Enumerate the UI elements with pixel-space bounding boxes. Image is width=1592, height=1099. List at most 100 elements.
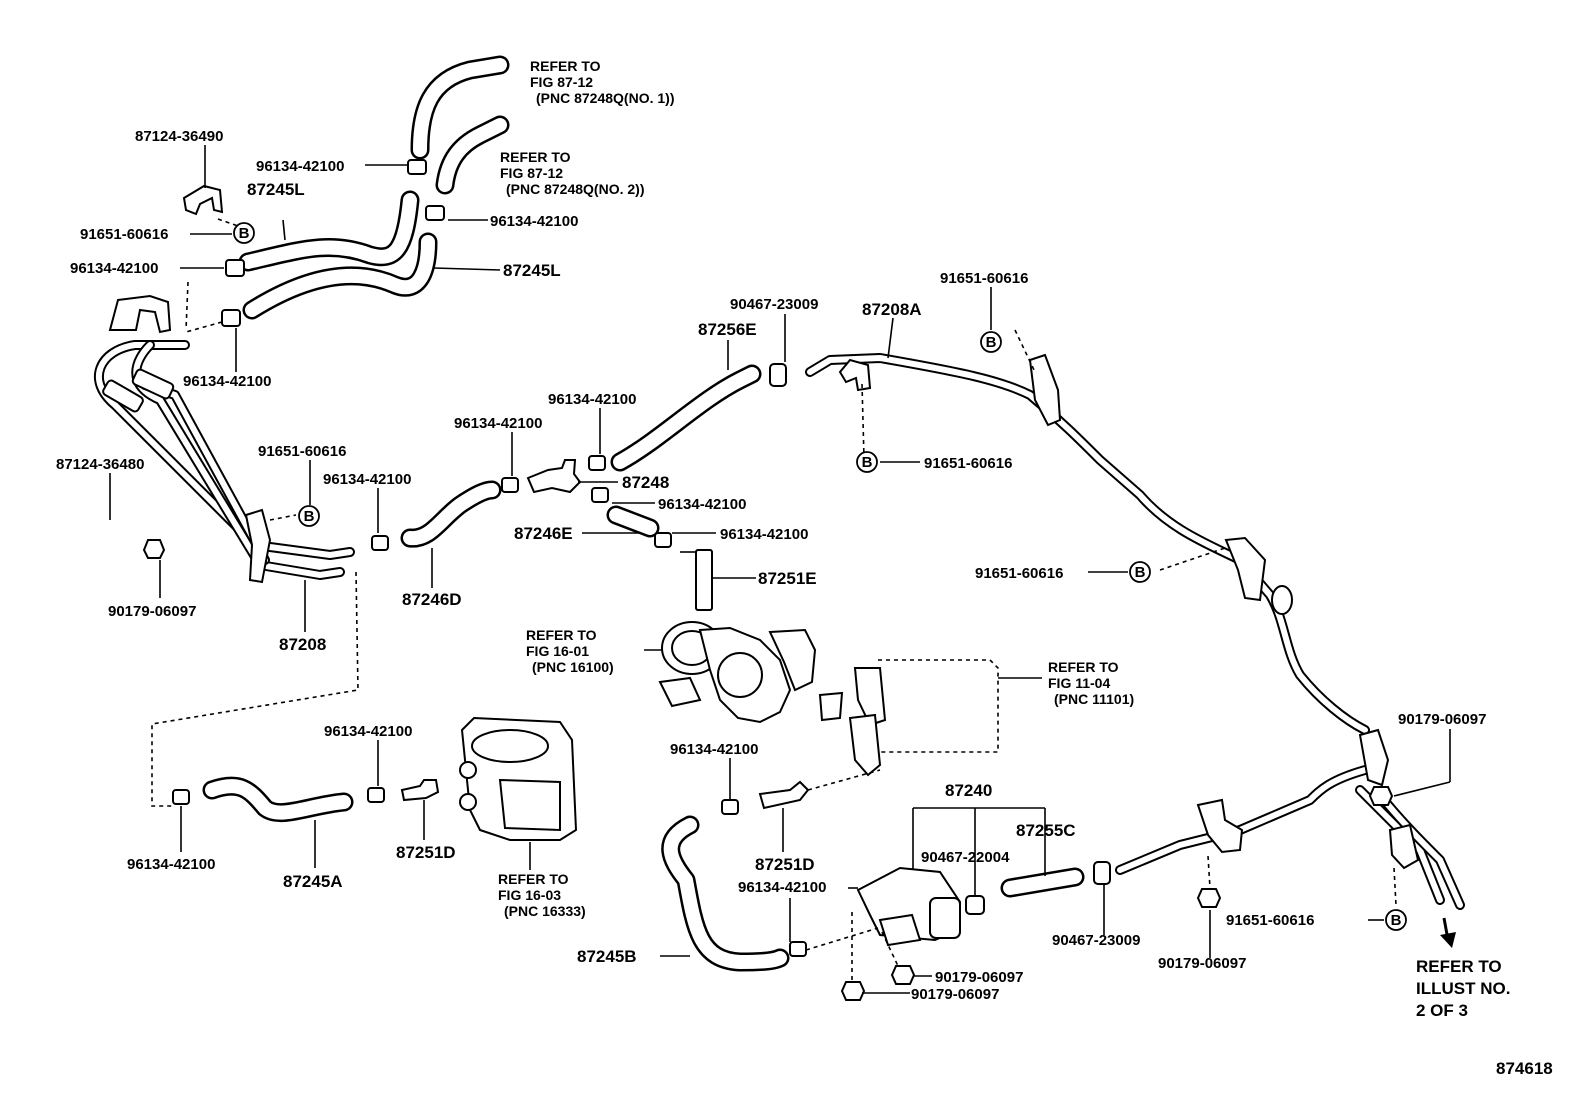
label-90467-22004: 90467-22004 (921, 849, 1010, 866)
pipe-clamp-87208a-5 (1196, 798, 1244, 854)
label-87246e: 87246E (514, 524, 573, 543)
svg-text:REFER TO: REFER TO (530, 58, 601, 74)
pipe-sleeve-left (102, 379, 144, 413)
label-87251d-left: 87251D (396, 843, 456, 862)
dash-clamp-b-1 (861, 383, 865, 459)
hose-clamp-87245b-bottom (789, 941, 807, 957)
illustration-number: 874618 (1496, 1059, 1553, 1078)
refer-note-fig-16-01: REFER TO FIG 16-01 (PNC 16100) (526, 627, 614, 675)
refer-note-fig-16-03: REFER TO FIG 16-03 (PNC 16333) (498, 871, 586, 919)
label-91651-60616-top-right: 91651-60616 (940, 270, 1028, 287)
dash-clamp-b-4 (1393, 867, 1397, 906)
svg-text:FIG 11-04: FIG 11-04 (1048, 675, 1110, 691)
arrow-refer-illust (1440, 917, 1456, 948)
nut-90179-06097-bottom-right (1196, 888, 1222, 908)
label-91651-60616-pipe-b: 91651-60616 (924, 455, 1012, 472)
label-87251e: 87251E (758, 569, 817, 588)
svg-text:FIG 16-01: FIG 16-01 (526, 643, 589, 659)
pipe-grommet-87208a (1271, 585, 1293, 615)
label-87251d-mid: 87251D (755, 855, 815, 874)
label-87208a: 87208A (862, 300, 922, 319)
label-87246d: 87246D (402, 590, 462, 609)
label-90179-06097-bottom-right: 90179-06097 (1158, 955, 1246, 972)
pipe-clamp-87208a-4 (1358, 728, 1390, 787)
pipe-sleeve-mid (131, 368, 175, 400)
svg-text:2 OF 3: 2 OF 3 (1416, 1001, 1468, 1020)
pipe-87251d-mid (758, 780, 810, 810)
svg-text:(PNC 16333): (PNC 16333) (504, 903, 586, 919)
bolt-marker-b-6: B (1385, 909, 1407, 931)
bolt-marker-b-1: B (233, 222, 255, 244)
label-87256e: 87256E (698, 320, 757, 339)
dash-left-mid (185, 321, 223, 333)
hose-87246e (606, 505, 660, 538)
hose-87256e (610, 364, 762, 472)
label-96134-42100-top: 96134-42100 (256, 158, 344, 175)
svg-text:FIG 87-12: FIG 87-12 (530, 74, 593, 90)
dash-clamp-nut (1207, 855, 1211, 889)
component-fig-11-04 (818, 659, 999, 777)
label-96134-42100-e-right: 96134-42100 (720, 526, 808, 543)
pipe-clamp-87208a-3 (1224, 536, 1267, 602)
refer-note-fig-11-04: REFER TO FIG 11-04 (PNC 11101) (1048, 659, 1134, 707)
hose-87245l-upper (238, 190, 420, 272)
pipe-clamp-87208a-6 (1388, 823, 1420, 870)
nut-90179-06097-left (142, 539, 166, 559)
refer-note-fig-87-12-no2: REFER TO FIG 87-12 (PNC 87248Q(NO. 2)) (500, 149, 644, 197)
label-96134-42100-under: 96134-42100 (183, 373, 271, 390)
label-96134-42100-left: 96134-42100 (70, 260, 158, 277)
dash-valve-clamp (805, 927, 879, 951)
hose-to-fig-87-12-no1 (410, 55, 510, 160)
hose-clamp-tee-right (591, 487, 609, 503)
bolt-marker-b-3: B (856, 451, 878, 473)
hose-clamp-left-upper (225, 259, 245, 277)
refer-note-illust-2-of-3: REFER TO ILLUST NO. 2 OF 3 (1416, 957, 1510, 1020)
label-96134-42100-tee-top: 96134-42100 (548, 391, 636, 408)
label-91651-60616-top-left: 91651-60616 (80, 226, 168, 243)
nut-90179-06097-valve1 (890, 965, 916, 985)
housing-fig-16-03 (459, 716, 578, 841)
dash-valve-nut2 (881, 931, 899, 967)
hose-87245b (661, 815, 790, 972)
hose-87255c (1000, 867, 1085, 898)
hose-to-fig-87-12-no2 (435, 115, 510, 195)
label-90179-06097-left: 90179-06097 (108, 603, 196, 620)
svg-text:B: B (862, 454, 873, 471)
hose-clamp-87245a-right (367, 787, 385, 803)
hose-clamp-top-right (425, 205, 445, 221)
svg-text:ILLUST NO.: ILLUST NO. (1416, 979, 1510, 998)
label-96134-42100-near-d: 96134-42100 (454, 415, 542, 432)
label-96134-42100-lower-a: 96134-42100 (324, 723, 412, 740)
label-90467-23009-top: 90467-23009 (730, 296, 818, 313)
label-96134-42100-mid: 96134-42100 (323, 471, 411, 488)
bolt-marker-b-5: B (1129, 561, 1151, 583)
label-90467-23009-bottom: 90467-23009 (1052, 932, 1140, 949)
dash-left-top (185, 281, 189, 331)
label-87245b: 87245B (577, 947, 637, 966)
hose-clamp-left-lower (221, 309, 241, 327)
pipe-87208a (805, 353, 1465, 910)
hose-clamp-tee-left (501, 477, 519, 493)
hose-clamp-tee-top (588, 455, 606, 471)
hose-87245a (202, 776, 354, 823)
tee-fitting-87248 (526, 459, 582, 494)
hose-87246d (400, 480, 502, 548)
label-87245l-right: 87245L (503, 261, 561, 280)
label-96134-42100-valve: 96134-42100 (738, 879, 826, 896)
label-87124-36480: 87124-36480 (56, 456, 144, 473)
nut-90179-06097-valve2 (840, 981, 866, 1001)
svg-text:REFER TO: REFER TO (1048, 659, 1119, 675)
svg-text:REFER TO: REFER TO (1416, 957, 1502, 976)
water-valve-87240 (856, 866, 962, 947)
svg-text:(PNC 16100): (PNC 16100) (532, 659, 614, 675)
svg-text:B: B (304, 508, 315, 525)
label-90179-06097-valve2: 90179-06097 (911, 986, 999, 1003)
pipe-clamp-87208a-2 (1028, 353, 1062, 427)
svg-text:B: B (986, 334, 997, 351)
label-96134-42100-right-top: 96134-42100 (490, 213, 578, 230)
pipe-87251d-left (400, 779, 440, 802)
pipe-clamp-87208a-1 (838, 358, 872, 392)
bracket-87124-36480 (108, 294, 172, 334)
hose-clamp-top (407, 159, 427, 175)
